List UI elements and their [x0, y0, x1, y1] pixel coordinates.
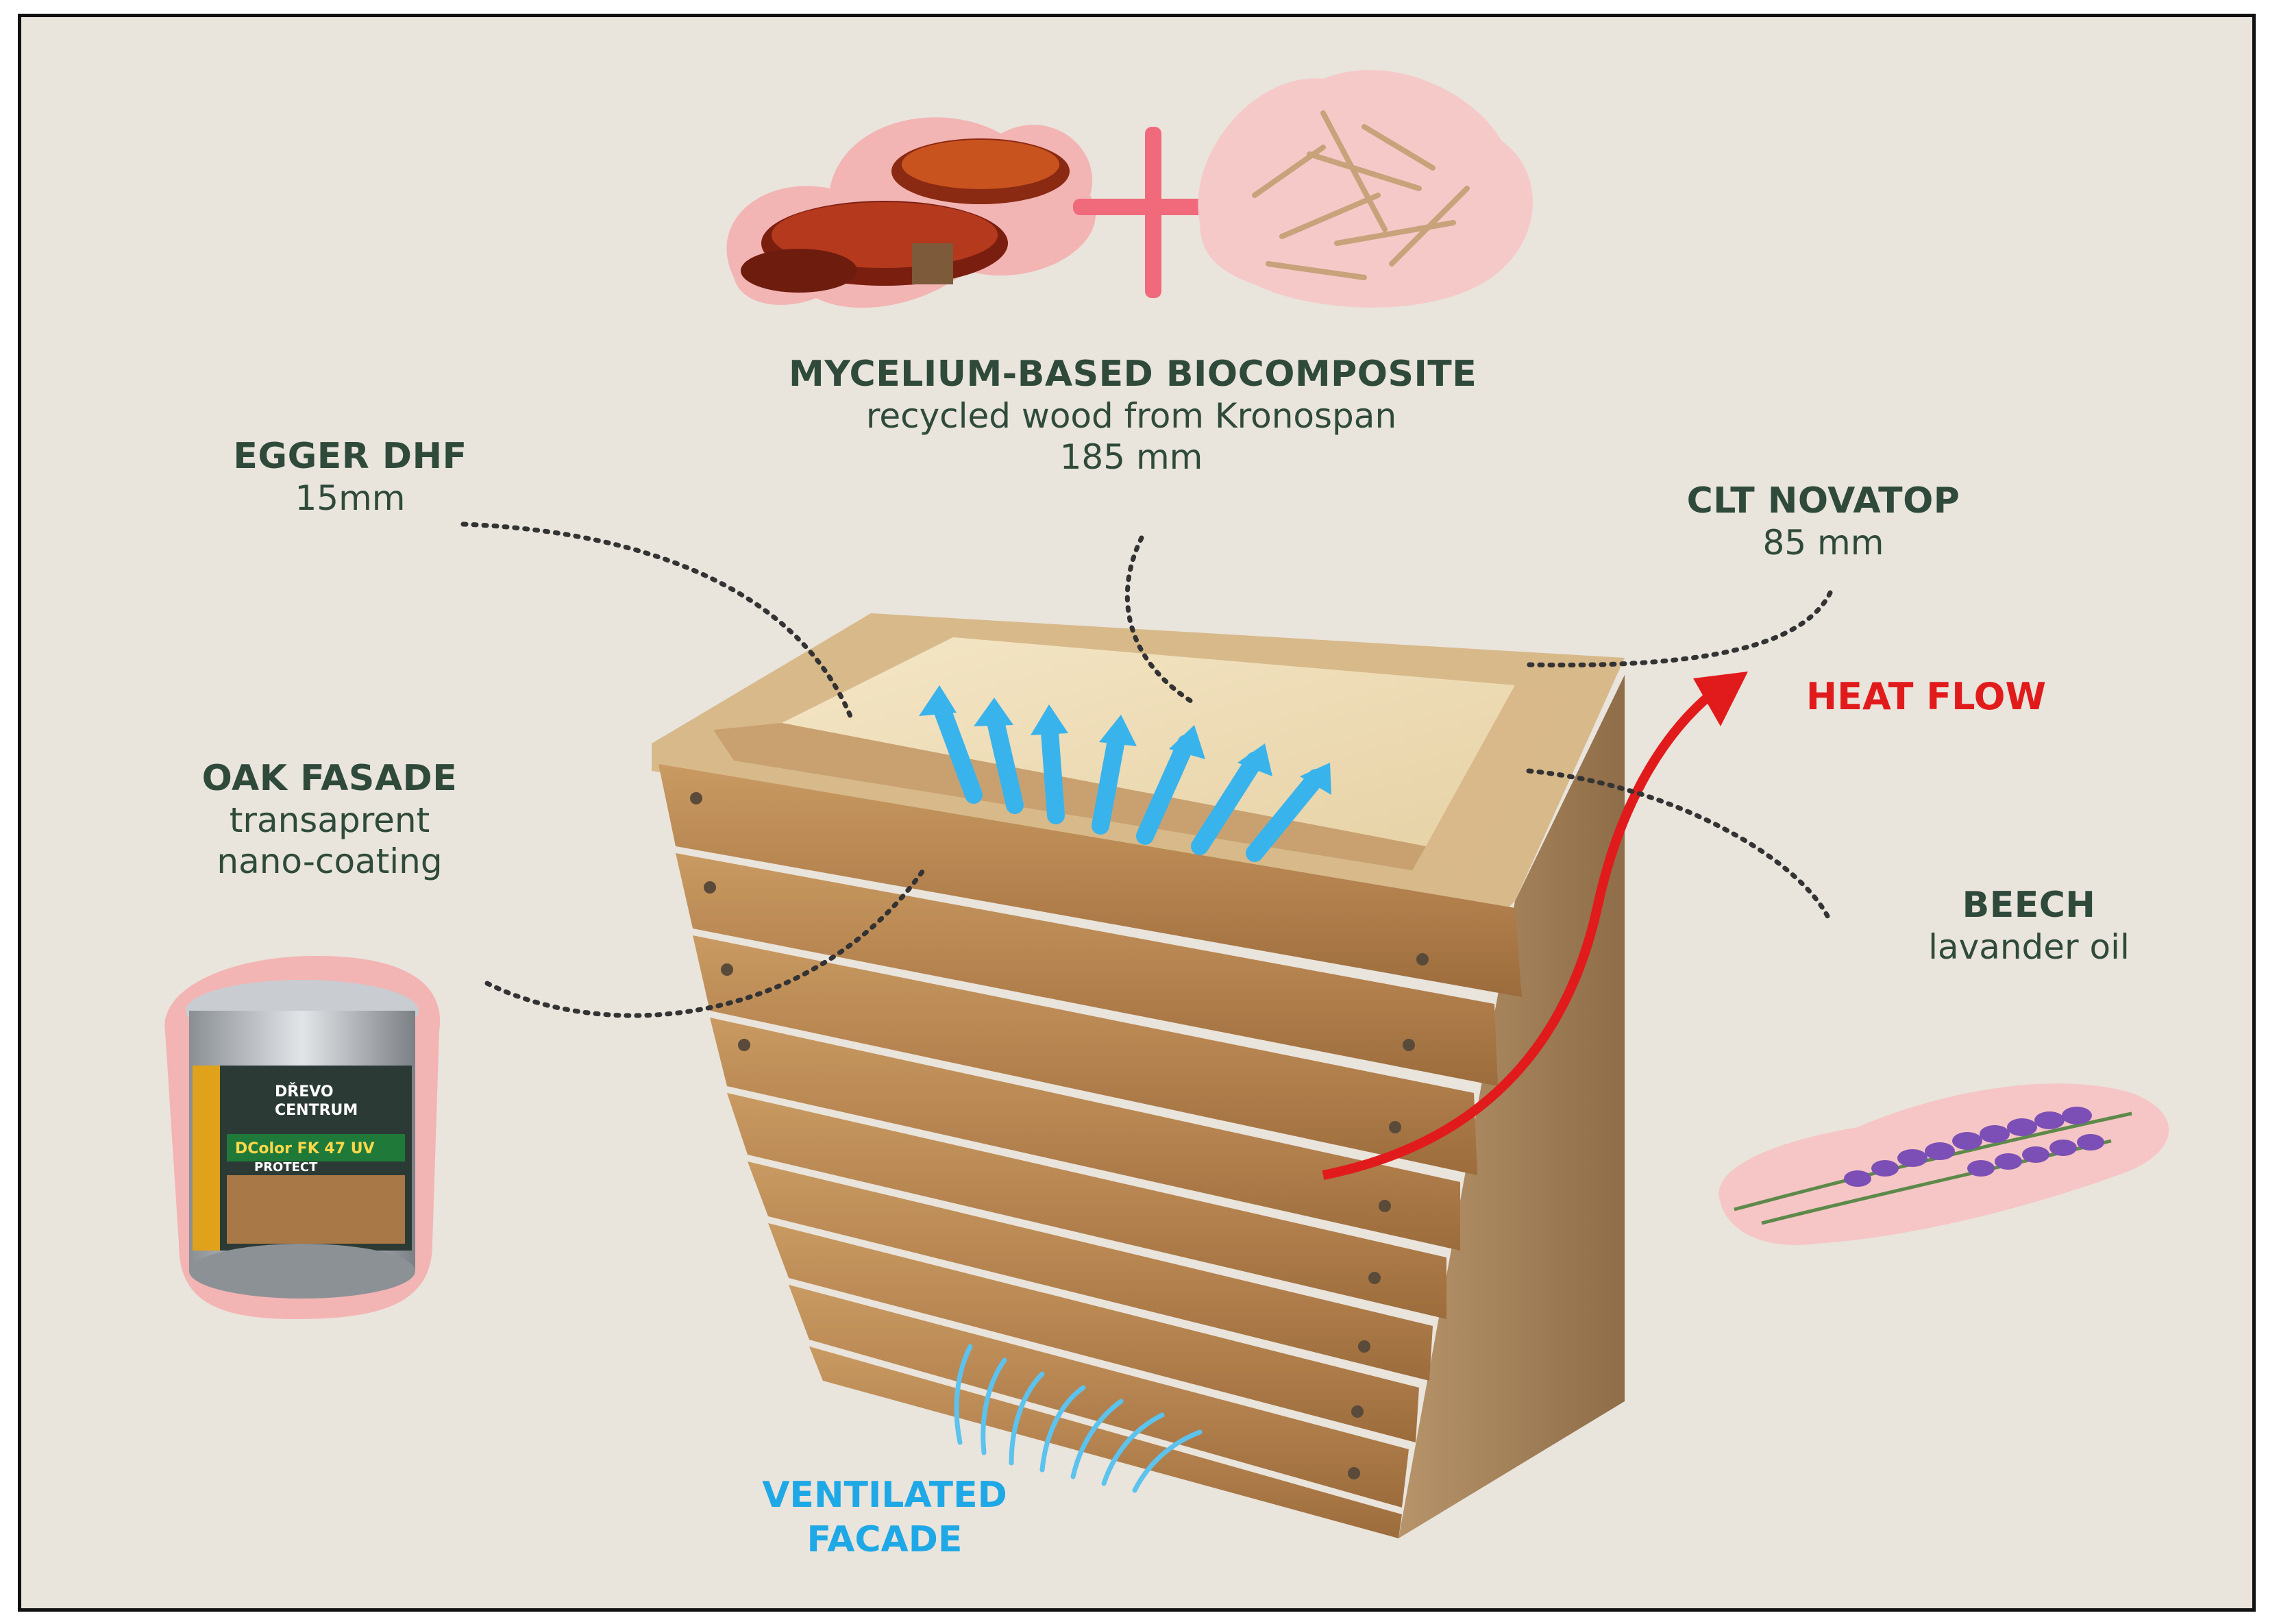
ventilated-facade-label: VENTILATED FACADE [720, 1473, 1049, 1562]
mycelium-thickness: 185 mm [1059, 437, 1203, 478]
can-product-name: DColor FK 47 UV [235, 1140, 375, 1157]
can-brand-line1: DŘEVO [275, 1083, 334, 1100]
can-product-name2: PROTECT [254, 1160, 318, 1174]
diagram-frame: DŘEVO CENTRUM DColor FK 47 UV PROTECT [18, 14, 2256, 1612]
clt-title: CLT NOVATOP [1686, 480, 1960, 521]
leader-clt [1526, 590, 1833, 668]
beech-title: BEECH [1962, 885, 2096, 926]
clt-thickness: 85 mm [1762, 523, 1884, 563]
heat-flow-arrow [1322, 672, 1748, 1180]
egger-thickness: 15mm [295, 478, 406, 519]
oak-coating-line1: transaprent [229, 800, 430, 841]
plus-icon [1073, 127, 1231, 298]
leader-oak [484, 864, 928, 1018]
beech-label: BEECH lavander oil [1885, 884, 2173, 968]
beech-finish: lavander oil [1928, 927, 2130, 968]
mycelium-title: MYCELIUM-BASED BIOCOMPOSITE [789, 354, 1477, 395]
can-brand-line2: CENTRUM [275, 1102, 358, 1119]
leader-lines [460, 521, 1833, 1018]
mycelium-label: MYCELIUM-BASED BIOCOMPOSITE recycled woo… [789, 353, 1477, 478]
ventilated-line2: FACADE [806, 1519, 963, 1560]
ventilated-line1: VENTILATED [762, 1475, 1007, 1516]
oak-title: OAK FASADE [201, 758, 458, 799]
egger-title: EGGER DHF [233, 436, 467, 477]
egger-label: EGGER DHF 15mm [206, 435, 494, 519]
lavender-image [1719, 1083, 2169, 1245]
heat-flow-label: HEAT FLOW [1806, 675, 2047, 718]
leader-mycelium [1124, 535, 1196, 705]
core-heat-arrows [931, 693, 1325, 862]
ventilation-air-lines [954, 1344, 1203, 1493]
core-heat-arrowheads [919, 685, 1331, 795]
mycelium-description: recycled wood from Kronospan [865, 396, 1397, 436]
wall-sample-model [652, 613, 1625, 1538]
paint-can-image: DŘEVO CENTRUM DColor FK 47 UV PROTECT [164, 956, 441, 1319]
diagram-artwork: DŘEVO CENTRUM DColor FK 47 UV PROTECT [164, 70, 2169, 1538]
oak-coating-line2: nano-coating [217, 841, 443, 882]
leader-egger [460, 521, 853, 719]
clt-label: CLT NOVATOP 85 mm [1666, 480, 1981, 563]
wood-chips-image [1198, 70, 1533, 308]
mushroom-image [726, 117, 1096, 308]
leader-beech [1526, 768, 1833, 924]
oak-label: OAK FASADE transaprent nano-coating [179, 757, 480, 882]
